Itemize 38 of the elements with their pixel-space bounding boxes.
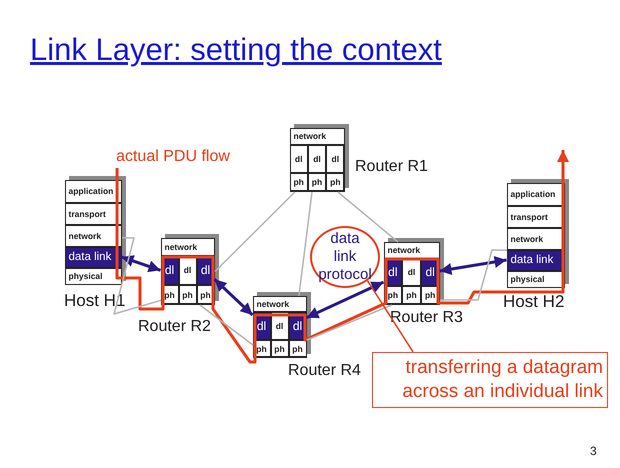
- protocol-layer: dl: [326, 144, 344, 173]
- protocol-layer: dl: [402, 258, 421, 286]
- link-line: [214, 191, 296, 272]
- link-line: [337, 191, 398, 243]
- protocol-layer: dl: [290, 144, 308, 173]
- protocol-layer: ph: [326, 172, 344, 192]
- link-line: [306, 304, 392, 341]
- protocol-layer: transport: [64, 202, 122, 224]
- double-arrow: [213, 278, 254, 316]
- double-arrow: [121, 255, 161, 272]
- protocol-layer: ph: [290, 172, 308, 192]
- leader-line: [366, 280, 414, 352]
- double-arrow: [306, 280, 384, 320]
- stack-label: Router R3: [390, 309, 463, 327]
- link-line: [440, 249, 507, 301]
- protocol-layer: ph: [178, 285, 196, 304]
- slide-title: Link Layer: setting the context: [30, 32, 442, 68]
- stack-label: Router R1: [355, 158, 428, 176]
- stack-label: Host H2: [503, 292, 564, 312]
- link-line: [113, 237, 162, 315]
- protocol-layer: data link: [64, 246, 122, 268]
- flow-arrow: [116, 150, 569, 364]
- page-number: 3: [590, 444, 597, 458]
- link-line: [298, 192, 313, 296]
- protocol-layer: dl: [308, 144, 326, 173]
- protocol-layer: network: [64, 224, 122, 246]
- link-line: [199, 304, 254, 346]
- flow-label: actual PDU flow: [108, 146, 238, 168]
- protocol-layer: network: [506, 228, 564, 250]
- stack-label: Router R4: [288, 362, 361, 380]
- stack-label: Host H1: [64, 291, 126, 311]
- callout-box: transferring a datagram across an individual link: [372, 352, 608, 408]
- double-arrow: [439, 256, 507, 275]
- stack-label: Router R2: [138, 318, 211, 336]
- protocol-layer: ph: [402, 286, 421, 304]
- callout-ellipse: data link protocol: [310, 226, 380, 288]
- protocol-layer: transport: [506, 206, 564, 228]
- protocol-layer: data link: [506, 250, 564, 270]
